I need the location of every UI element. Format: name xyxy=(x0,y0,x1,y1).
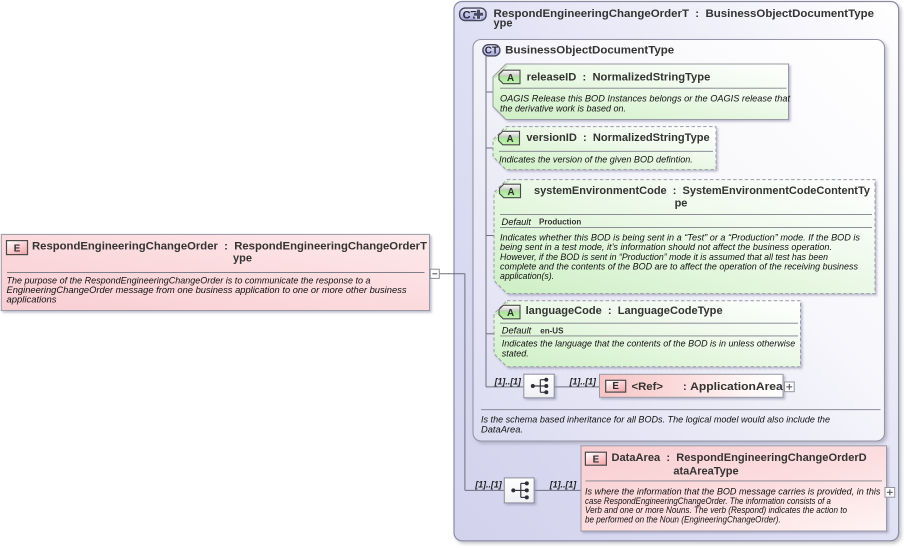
svg-text:A: A xyxy=(507,187,514,198)
svg-text:Default: Default xyxy=(502,326,532,336)
svg-text:[1]..[1]: [1]..[1] xyxy=(494,376,522,386)
svg-text:The purpose of the RespondEngi: The purpose of the RespondEngineeringCha… xyxy=(7,275,371,285)
svg-text:Indicates whether this BOD is: Indicates whether this BOD is being sent… xyxy=(500,232,860,242)
svg-text:OAGIS Release this BOD Instanc: OAGIS Release this BOD Instances belongs… xyxy=(500,93,790,103)
svg-text:languageCode : LanguageCodeT: languageCode : LanguageCodeType xyxy=(526,305,723,317)
svg-text:However, if the BOD is sent in: However, if the BOD is sent in “Producti… xyxy=(500,252,828,262)
svg-text:E: E xyxy=(14,244,21,255)
svg-text:BusinessObjectDocumentType: BusinessObjectDocumentType xyxy=(505,44,674,56)
svg-text:Indicates the version of the g: Indicates the version of the given BOD d… xyxy=(499,155,693,165)
svg-text:stated.: stated. xyxy=(502,348,529,358)
svg-text:E: E xyxy=(593,454,600,465)
svg-text:Is where the information that: Is where the information that the BOD me… xyxy=(585,487,881,497)
svg-text:DataArea : RespondEngineerin: DataArea : RespondEngineeringChangeOrder… xyxy=(612,452,867,464)
svg-text:systemEnvironmentCode : Syst: systemEnvironmentCode : SystemEnvironmen… xyxy=(534,185,871,197)
svg-text:<Ref>: <Ref> xyxy=(632,381,664,393)
svg-text:E: E xyxy=(612,381,619,392)
svg-text:ype: ype xyxy=(494,18,513,30)
svg-text:DataArea.: DataArea. xyxy=(481,424,523,434)
svg-text:Default: Default xyxy=(502,217,532,227)
svg-text:complete and the contents of t: complete and the contents of the BOD are… xyxy=(500,261,858,271)
svg-text:pe: pe xyxy=(675,198,688,210)
svg-text:ype: ype xyxy=(233,253,252,265)
svg-text:ApplicationArea: ApplicationArea xyxy=(690,381,783,393)
svg-text:A: A xyxy=(507,308,514,319)
svg-text::: : xyxy=(683,381,687,393)
svg-text:the derivative work is based o: the derivative work is based on. xyxy=(500,104,626,114)
svg-text:be performed on the Noun (Engi: be performed on the Noun (EngineeringCha… xyxy=(585,514,781,524)
svg-text:[1]..[1]: [1]..[1] xyxy=(549,479,577,489)
svg-text:being sent in a test mode, it’: being sent in a test mode, it’s informat… xyxy=(500,242,832,252)
svg-text:[1]..[1]: [1]..[1] xyxy=(474,479,502,489)
svg-text:ataAreaType: ataAreaType xyxy=(673,466,738,478)
svg-text:A: A xyxy=(507,73,514,84)
svg-text:RespondEngineeringChangeOrderT: RespondEngineeringChangeOrderT : Busines… xyxy=(494,8,875,20)
svg-text:RespondEngineeringChangeOrder: RespondEngineeringChangeOrder : RespondE… xyxy=(32,240,427,252)
svg-text:versionID : NormalizedString: versionID : NormalizedStringType xyxy=(526,132,709,144)
svg-text:Verb and one or more Nouns. Th: Verb and one or more Nouns. The verb (Re… xyxy=(585,505,847,515)
svg-text:EngineeringChangeOrder message: EngineeringChangeOrder message from one … xyxy=(7,285,407,295)
svg-text:Is the schema based inheritanc: Is the schema based inheritance for all … xyxy=(481,414,830,424)
svg-text:application(s).: application(s). xyxy=(500,271,554,281)
svg-text:applications: applications xyxy=(7,295,57,305)
svg-text:[1]..[1]: [1]..[1] xyxy=(569,376,597,386)
svg-text:CT: CT xyxy=(485,46,498,57)
svg-text:Indicates the language that th: Indicates the language that the contents… xyxy=(502,338,795,348)
svg-text:Production: Production xyxy=(539,218,581,227)
svg-text:en-US: en-US xyxy=(540,326,564,335)
svg-text:releaseID : NormalizedString: releaseID : NormalizedStringType xyxy=(527,71,711,83)
svg-text:case RespondEngineeringChangeO: case RespondEngineeringChangeOrder. The … xyxy=(585,496,831,506)
svg-text:A: A xyxy=(506,134,513,145)
